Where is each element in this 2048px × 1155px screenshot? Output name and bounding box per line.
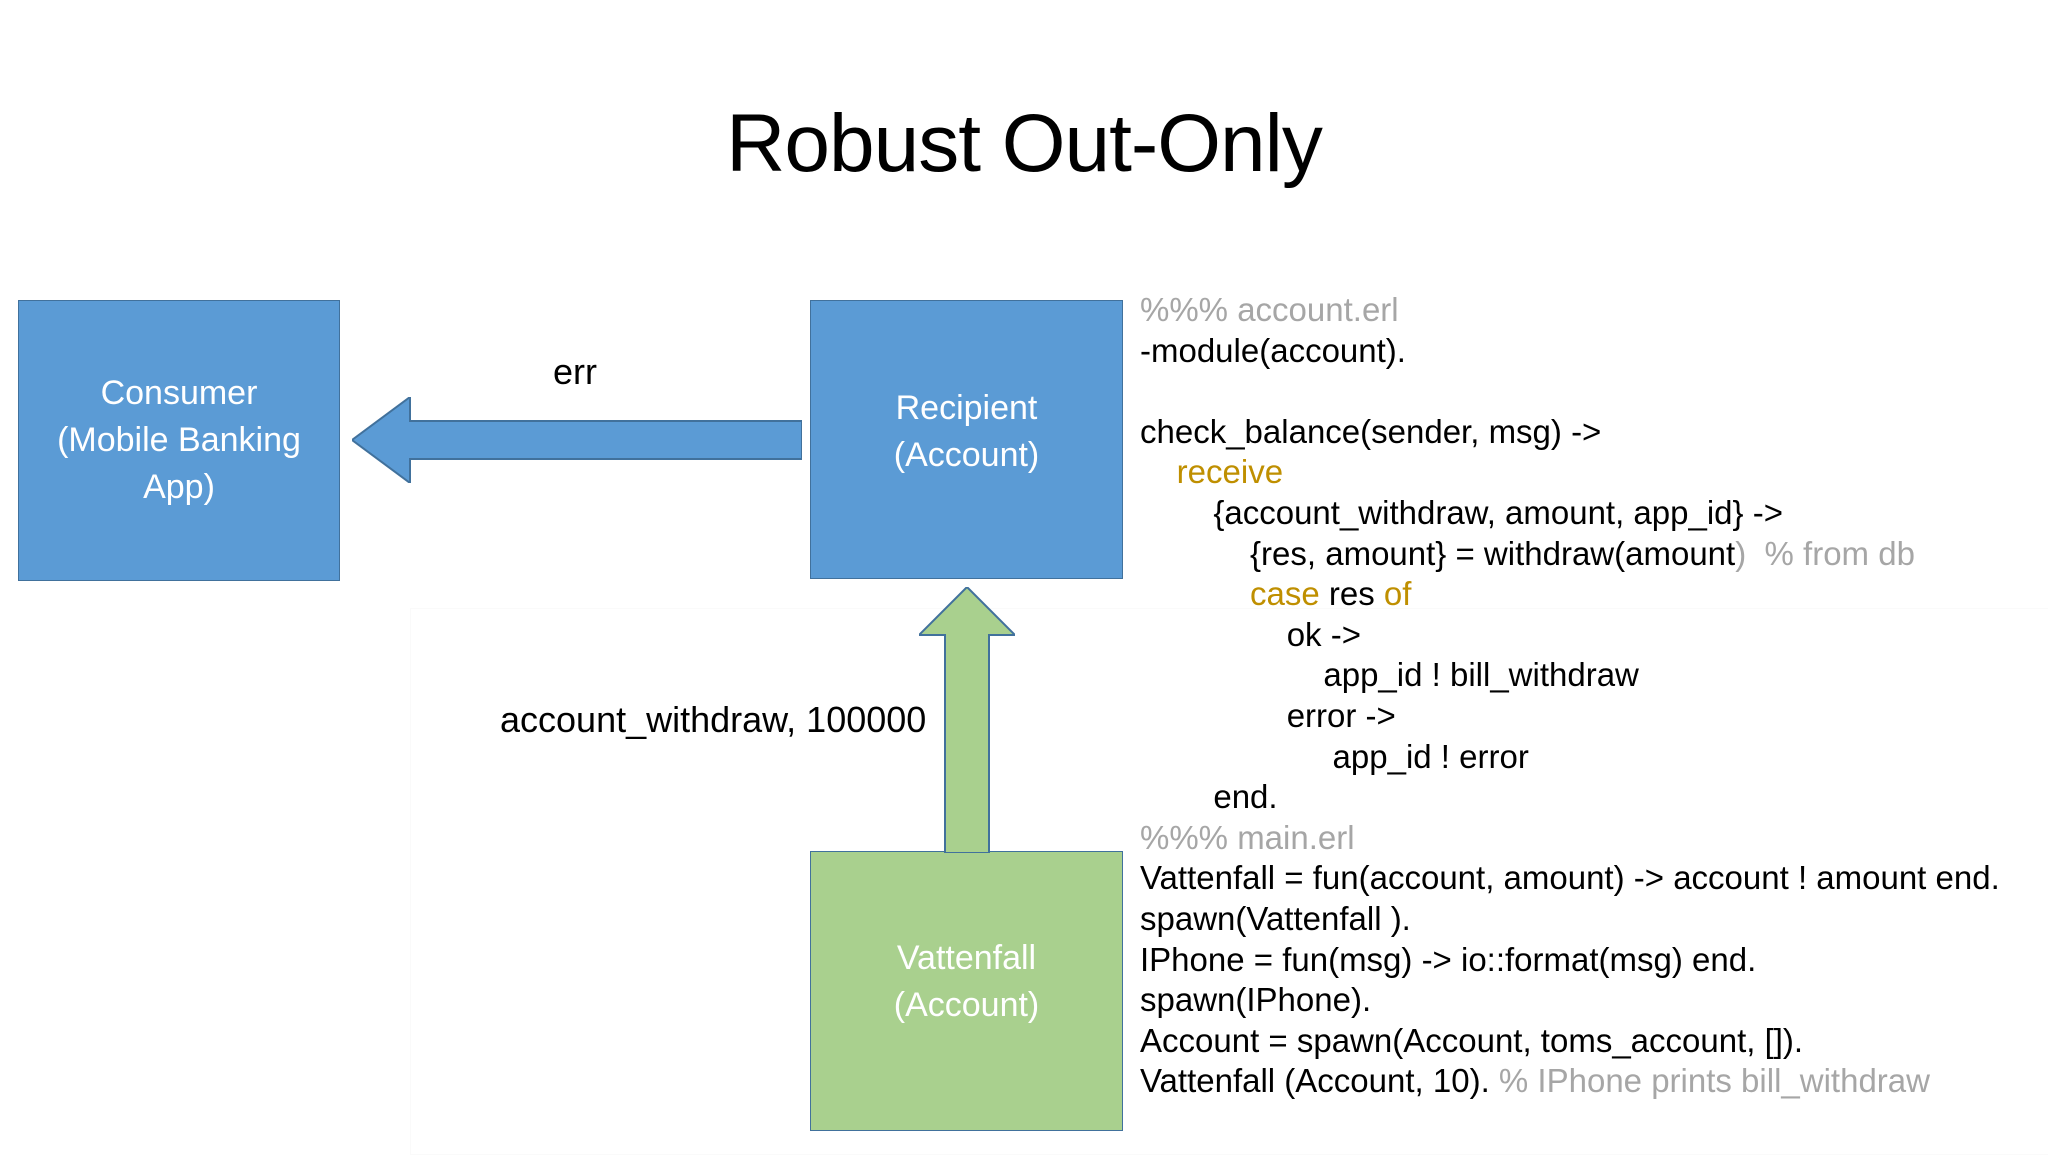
code-line: %%% account.erl [1140,290,2040,331]
code-line: {res, amount} = withdraw(amount) % from … [1140,534,2040,575]
code-line: Account = spawn(Account, toms_account, [… [1140,1021,2040,1062]
node-recipient-line2: (Account) [893,436,1040,474]
code-token: of [1383,575,1412,613]
node-consumer-line3: App) [143,468,215,506]
code-token: IPhone = fun(msg) -> io::format(msg) end… [1140,940,1757,978]
arrow-up-icon [916,585,1018,854]
code-token: %%% main.erl [1140,818,1355,856]
code-line: end. [1140,777,2040,818]
code-panel: %%% account.erl-module(account). check_b… [1140,290,2040,1102]
code-token: end. [1140,778,1278,816]
edge-label-err: err [553,351,597,392]
code-line: {account_withdraw, amount, app_id} -> [1140,493,2040,534]
code-token: % from db [1746,534,1915,572]
code-line: spawn(Vattenfall ). [1140,899,2040,940]
node-vattenfall-line2: (Account) [893,986,1040,1024]
node-vattenfall[interactable]: Vattenfall (Account) [810,851,1123,1131]
code-line: spawn(IPhone). [1140,980,2040,1021]
code-token: spawn(IPhone). [1140,981,1372,1019]
code-line: app_id ! bill_withdraw [1140,655,2040,696]
code-line: Vattenfall (Account, 10). % IPhone print… [1140,1061,2040,1102]
code-token: app_id ! bill_withdraw [1140,656,1639,694]
code-token: {res, amount} = withdraw(amount [1140,534,1736,572]
code-token: check_balance(sender, msg) -> [1140,412,1602,450]
code-token: case [1140,575,1320,613]
code-token: error -> [1140,696,1396,734]
page-title: Robust Out-Only [726,98,1323,189]
code-line: %%% main.erl [1140,818,2040,859]
code-token: ) [1735,534,1747,572]
code-token: spawn(Vattenfall ). [1140,899,1411,937]
node-consumer-line1: Consumer [100,374,258,412]
code-token: Account = spawn(Account, toms_account, [… [1140,1021,1804,1059]
code-token: -module(account). [1140,331,1406,369]
node-recipient[interactable]: Recipient (Account) [810,300,1123,579]
node-consumer[interactable]: Consumer (Mobile Banking App) [18,300,340,581]
code-line: check_balance(sender, msg) -> [1140,412,2040,453]
code-token: app_id ! error [1140,737,1529,775]
code-token: receive [1140,453,1284,491]
code-token: % IPhone prints bill_withdraw [1498,1062,1930,1100]
edge-label-account-withdraw: account_withdraw, 100000 [500,699,927,740]
node-vattenfall-line1: Vattenfall [896,939,1037,977]
code-token: %%% account.erl [1140,291,1399,328]
code-line: ok -> [1140,615,2040,656]
arrow-left-icon [350,395,803,485]
code-line: -module(account). [1140,331,2040,372]
code-token: Vattenfall (Account, 10). [1140,1062,1499,1100]
code-line [1140,371,2040,412]
code-token: Vattenfall = fun(account, amount) -> acc… [1140,859,2000,897]
node-recipient-line1: Recipient [895,389,1038,427]
code-token: ok -> [1140,615,1361,653]
code-line: case res of [1140,574,2040,615]
code-line: app_id ! error [1140,737,2040,778]
node-consumer-line2: (Mobile Banking [57,421,301,459]
code-line: IPhone = fun(msg) -> io::format(msg) end… [1140,940,2040,981]
code-token: res [1319,575,1384,613]
code-line: receive [1140,452,2040,493]
code-line: error -> [1140,696,2040,737]
code-token: {account_withdraw, amount, app_id} -> [1140,493,1783,531]
code-line: Vattenfall = fun(account, amount) -> acc… [1140,858,2040,899]
